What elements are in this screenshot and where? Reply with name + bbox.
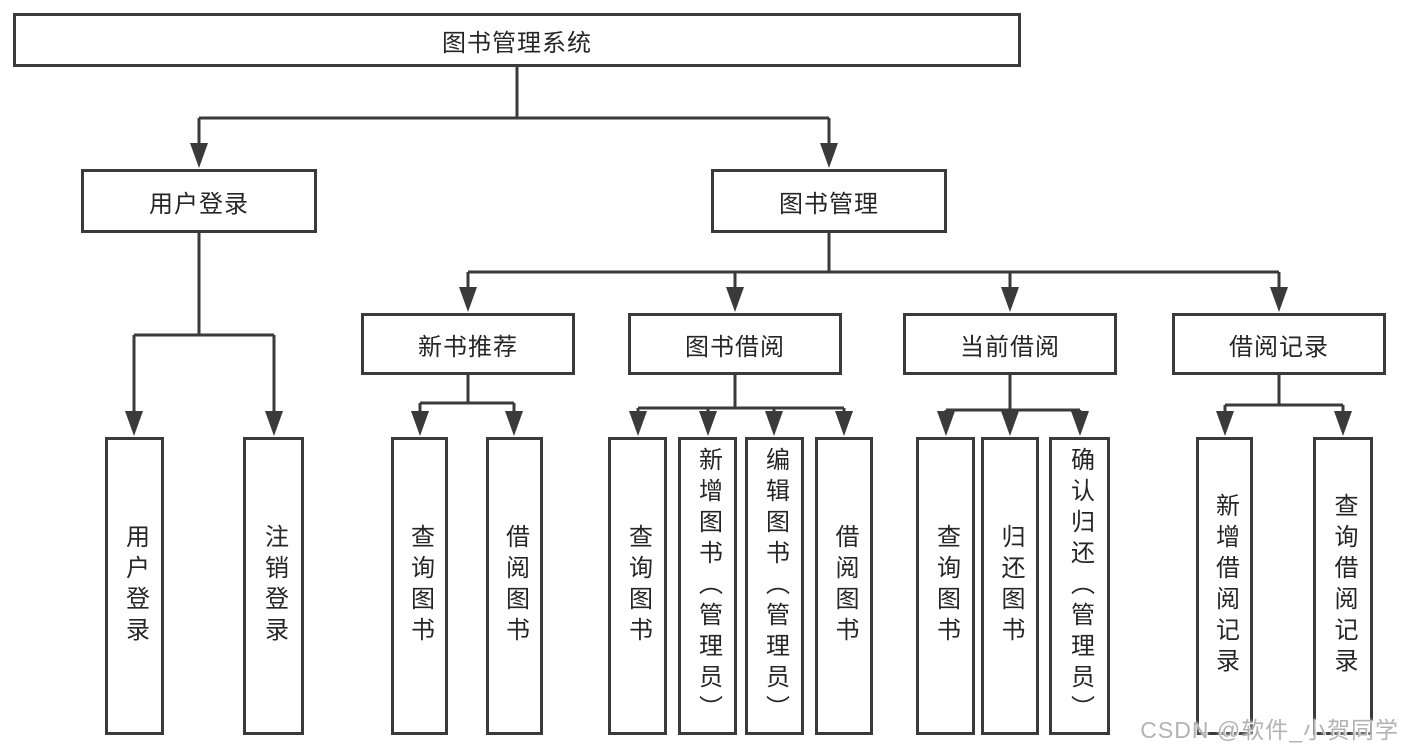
node-user-login: 用户登录 [81,169,317,233]
leaf-query-books-1: 查询图书 [391,437,448,735]
leaf-query-borrow-record: 查询借阅记录 [1313,437,1373,735]
leaf-confirm-return-admin: 确认归还（管理员） [1049,437,1110,735]
node-library-management-system: 图书管理系统 [13,13,1021,67]
leaf-add-books-admin: 新增图书（管理员） [678,437,737,735]
node-current-borrow: 当前借阅 [903,313,1117,375]
csdn-watermark: CSDN @软件_小贺同学 [1140,717,1399,743]
node-borrow-records: 借阅记录 [1172,313,1386,375]
leaf-borrow-books-2: 借阅图书 [815,437,873,735]
leaf-query-books-3: 查询图书 [916,437,975,735]
leaf-add-borrow-record: 新增借阅记录 [1196,437,1253,735]
leaf-logout: 注销登录 [243,437,304,735]
leaf-return-books: 归还图书 [981,437,1039,735]
node-book-management: 图书管理 [711,169,947,233]
node-new-book-recommend: 新书推荐 [361,313,575,375]
leaf-edit-books-admin: 编辑图书（管理员） [745,437,804,735]
leaf-query-books-2: 查询图书 [608,437,667,735]
node-book-borrow: 图书借阅 [628,313,842,375]
leaf-borrow-books-1: 借阅图书 [486,437,543,735]
leaf-user-login: 用户登录 [105,437,164,735]
